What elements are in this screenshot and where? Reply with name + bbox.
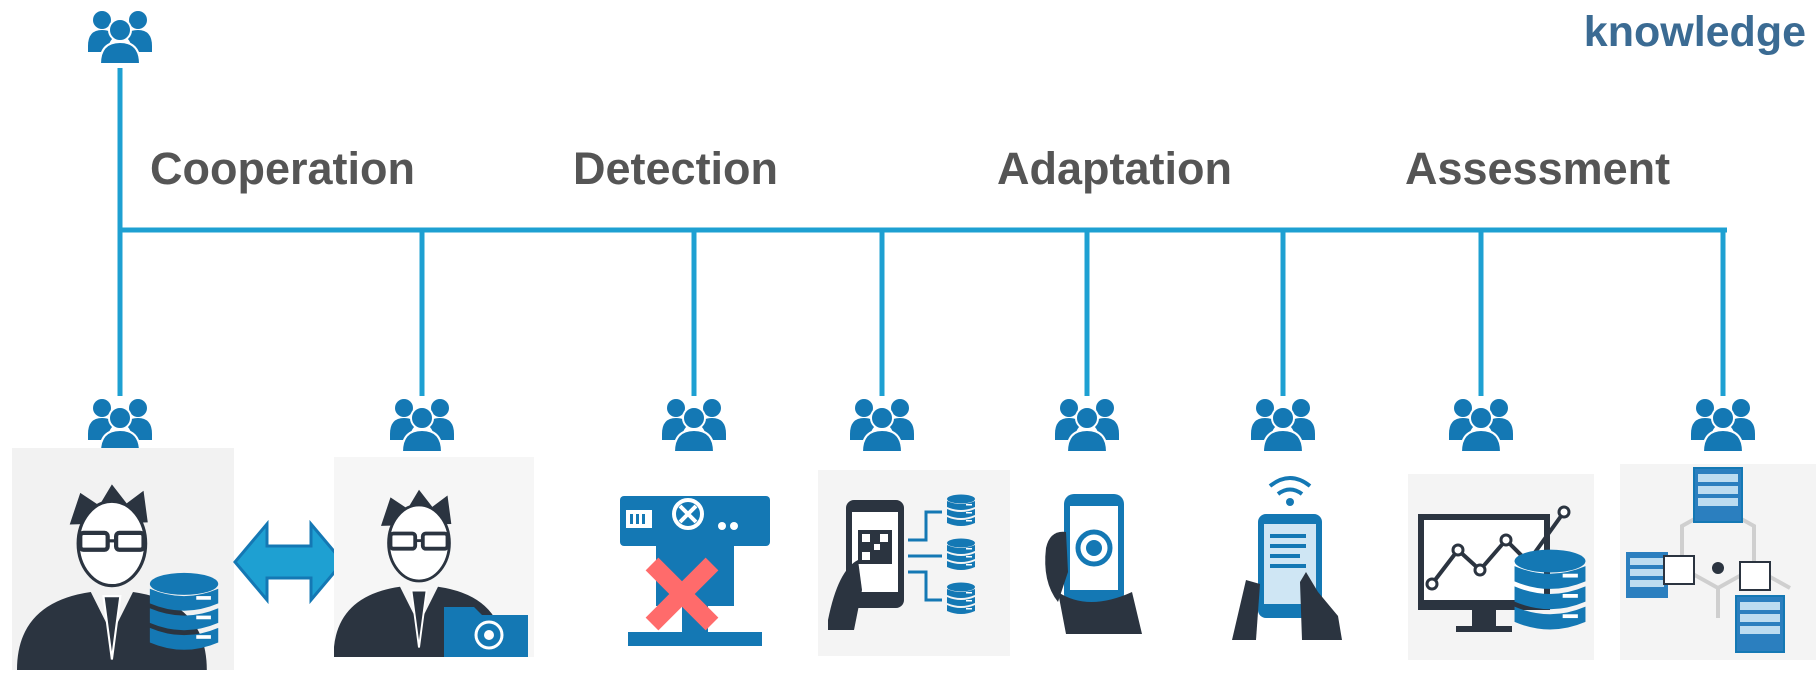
phone-qr-data-icon [818, 470, 1010, 656]
people-group-icon [850, 396, 914, 452]
people-group-icon [1055, 396, 1119, 452]
person-with-folder-icon [334, 457, 534, 657]
person-with-database-icon [12, 448, 234, 670]
tablet-wifi-icon [1232, 476, 1342, 640]
people-group-icon [1691, 396, 1755, 452]
server-network-icon [1620, 464, 1816, 660]
people-group-icon [390, 396, 454, 452]
people-group-icon [1449, 396, 1513, 452]
people-group-icon [88, 396, 152, 452]
people-group-icon [662, 396, 726, 452]
stage-label-detection: Detection [573, 143, 779, 194]
machine-failure-icon [620, 496, 770, 646]
stage-label-adaptation: Adaptation [997, 143, 1232, 194]
people-group-icon [88, 8, 152, 64]
knowledge-title: knowledge [1583, 8, 1806, 56]
monitor-analytics-database-icon [1408, 474, 1594, 660]
phone-dial-icon [1045, 494, 1142, 634]
stage-label-assessment: Assessment [1405, 143, 1671, 194]
people-group-icon [1251, 396, 1315, 452]
stage-label-cooperation: Cooperation [150, 143, 415, 194]
bidirectional-arrow-icon [233, 520, 345, 604]
